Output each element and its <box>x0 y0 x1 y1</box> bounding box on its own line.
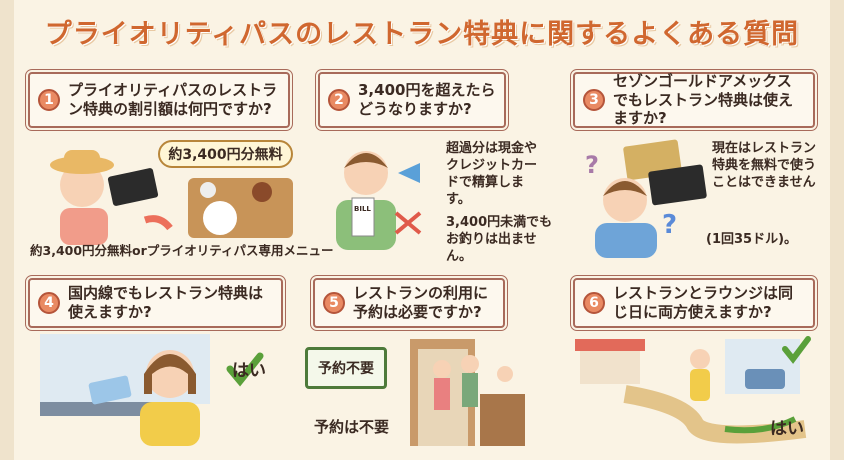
answer-6-text: はい <box>770 419 804 439</box>
question-5-box: 5 レストランの利用に予約は必要ですか? <box>310 275 508 331</box>
question-4-text: 国内線でもレストラン特典は使えますか? <box>68 284 264 321</box>
restaurant-entrance-illustration <box>410 339 525 446</box>
answer-4-text: はい <box>232 361 266 381</box>
svg-text:?: ? <box>585 151 599 179</box>
no-reservation-sign: 予約不要 <box>305 347 387 389</box>
question-number-badge: 3 <box>583 89 605 111</box>
question-2-text: 3,400円を超えたらどうなりますか? <box>358 81 496 118</box>
question-6-text: レストランとラウンジは同じ日に両方使えますか? <box>613 284 794 321</box>
man-with-bill-illustration <box>336 151 422 250</box>
question-4-box: 4 国内線でもレストラン特典は使えますか? <box>25 275 286 331</box>
airport-traveler-illustration <box>40 334 264 446</box>
question-1-text: プライオリティパスのレストラン特典の割引額は何円ですか? <box>68 81 278 118</box>
traveler-with-card-illustration <box>50 150 293 245</box>
question-3-box: 3 セゾンゴールドアメックスでもレストラン特典は使えますか? <box>570 69 818 131</box>
question-3-text: セゾンゴールドアメックスでもレストラン特典は使えますか? <box>613 71 794 128</box>
answer-3-price-note: (1回35ドル)。 <box>706 232 798 247</box>
question-5-text: レストランの利用に予約は必要ですか? <box>353 284 489 321</box>
discount-speech-bubble: 約3,400円分無料 <box>158 140 293 168</box>
question-number-badge: 2 <box>328 89 350 111</box>
svg-text:?: ? <box>662 210 677 240</box>
restaurant-to-lounge-path-illustration <box>575 336 811 444</box>
answer-1-text: 約3,400円分無料orプライオリティパス専用メニュー <box>30 243 334 258</box>
bill-label: BILL <box>354 205 371 213</box>
page-title: プライオリティパスのレストラン特典に関するよくある質問 <box>44 19 800 50</box>
answer-3-text: 現在はレストラン特典を無料で使うことはできません <box>712 141 817 190</box>
confused-man-with-cards-illustration: ?? <box>585 139 707 258</box>
question-2-box: 2 3,400円を超えたらどうなりますか? <box>315 69 509 131</box>
question-number-badge: 1 <box>38 89 60 111</box>
question-number-badge: 6 <box>583 292 605 314</box>
question-1-box: 1 プライオリティパスのレストラン特典の割引額は何円ですか? <box>25 69 293 131</box>
answer-2-change-text: 3,400円未満でもお釣りは出ません。 <box>446 215 553 264</box>
answer-5-text: 予約は不要 <box>314 418 390 436</box>
question-6-box: 6 レストランとラウンジは同じ日に両方使えますか? <box>570 275 818 331</box>
question-number-badge: 5 <box>323 292 345 314</box>
question-number-badge: 4 <box>38 292 60 314</box>
answer-2-overage-text: 超過分は現金やクレジットカードで精算します。 <box>446 141 538 207</box>
